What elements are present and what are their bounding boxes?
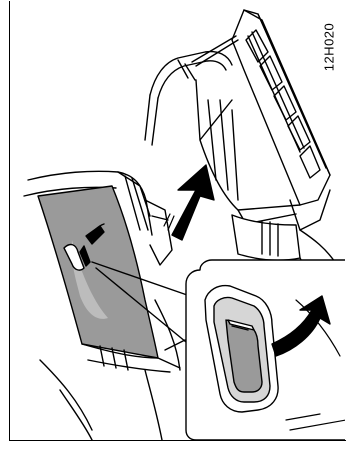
- seat-back-folded-up-illustration: [145, 10, 335, 290]
- seat-back-folded-down-illustration: [24, 171, 200, 440]
- up-arrow-icon: [164, 165, 214, 240]
